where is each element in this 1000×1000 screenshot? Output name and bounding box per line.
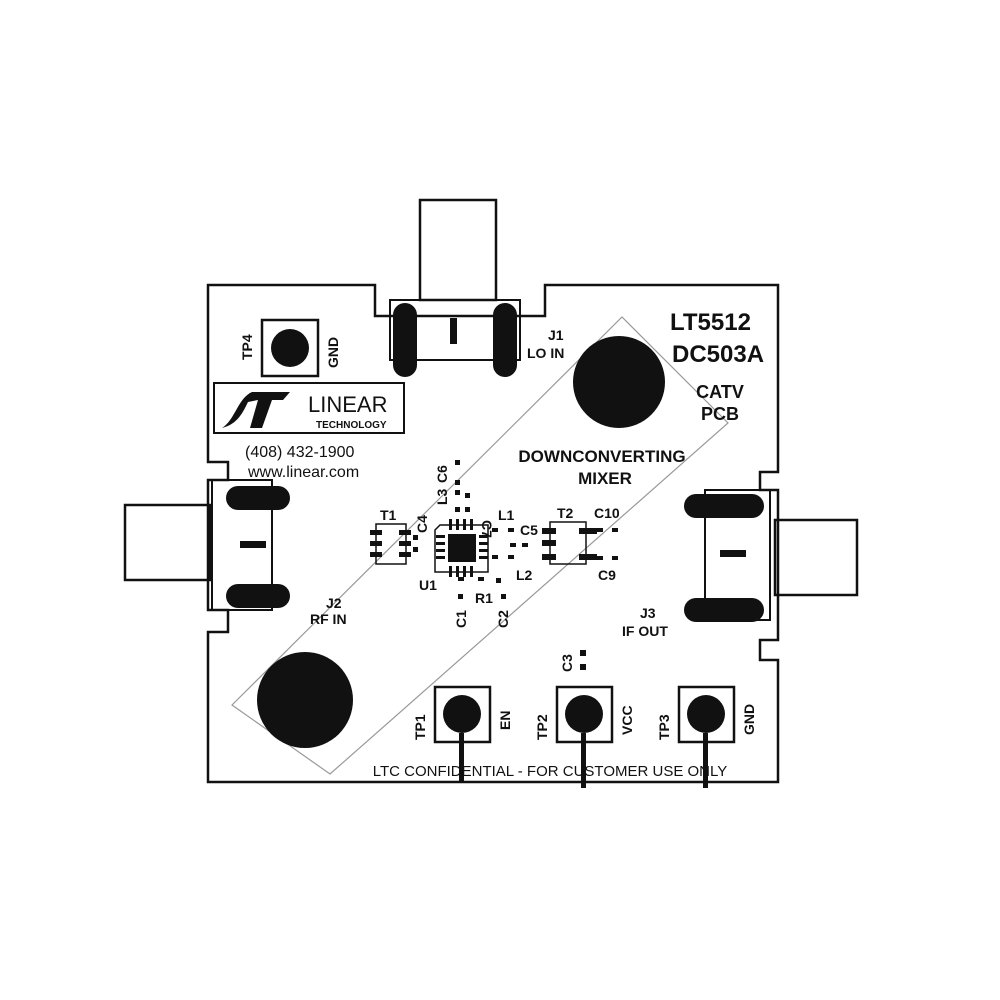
function-line-2: MIXER <box>578 469 632 488</box>
board-type-2: PCB <box>701 404 739 424</box>
linear-technology-logo: LINEAR TECHNOLOGY <box>213 382 405 434</box>
tp3-label: GND <box>741 704 757 735</box>
l2-label: L2 <box>516 567 533 583</box>
logo-brand: LINEAR <box>308 392 387 417</box>
tp4-ref: TP4 <box>239 334 255 360</box>
t1-transformer <box>370 523 411 565</box>
phone-number: (408) 432-1900 <box>245 444 355 461</box>
tp2-ref: TP2 <box>534 714 550 740</box>
j1-label: LO IN <box>527 345 564 361</box>
t2-transformer <box>542 521 597 565</box>
c5-label: C5 <box>520 522 538 538</box>
tp4-label: GND <box>325 337 341 368</box>
part-number: LT5512 <box>670 309 751 336</box>
j3-label: IF OUT <box>622 623 668 639</box>
c7-label: C7 <box>479 520 495 538</box>
r1-label: R1 <box>475 590 493 606</box>
t2-label: T2 <box>557 505 574 521</box>
c4-label: C4 <box>414 515 430 533</box>
board-type-1: CATV <box>696 382 744 402</box>
website: www.linear.com <box>247 464 359 481</box>
diagonal-outline <box>231 316 729 775</box>
j3-connector <box>684 489 859 622</box>
board-outline <box>206 283 780 784</box>
confidential-notice: LTC CONFIDENTIAL - FOR CUSTOMER USE ONLY <box>373 763 727 780</box>
t1-label: T1 <box>380 507 397 523</box>
c3-label: C3 <box>559 654 575 672</box>
j1-ref: J1 <box>548 327 564 343</box>
j1-connector <box>389 198 521 377</box>
j2-ref: J2 <box>326 595 342 611</box>
j3-ref: J3 <box>640 605 656 621</box>
c1-label: C1 <box>453 610 469 628</box>
j2-label: RF IN <box>310 611 347 627</box>
test-point-tp1[interactable]: TP1 EN <box>412 685 513 783</box>
c2-label: C2 <box>495 610 511 628</box>
passive-pads <box>413 460 618 670</box>
c9-label: C9 <box>598 567 616 583</box>
c10-label: C10 <box>594 505 620 521</box>
function-line-1: DOWNCONVERTING <box>518 447 685 466</box>
tp3-ref: TP3 <box>656 714 672 740</box>
l1-label: L1 <box>498 507 515 523</box>
board-number: DC503A <box>672 341 764 368</box>
j2-connector <box>123 479 290 611</box>
tp2-label: VCC <box>619 705 635 735</box>
c6-label: C6 <box>434 465 450 483</box>
mounting-hole <box>573 336 665 428</box>
mounting-hole <box>257 652 353 748</box>
test-point-tp4[interactable]: TP4 GND <box>239 318 341 378</box>
test-point-tp3[interactable]: TP3 GND <box>656 685 757 788</box>
u1-label: U1 <box>419 577 437 593</box>
u1-ic <box>434 519 489 577</box>
tp1-ref: TP1 <box>412 714 428 740</box>
test-point-tp2[interactable]: TP2 VCC <box>534 685 635 788</box>
tp1-label: EN <box>497 711 513 730</box>
logo-sub: TECHNOLOGY <box>316 420 387 431</box>
l3-label: L3 <box>434 488 450 505</box>
